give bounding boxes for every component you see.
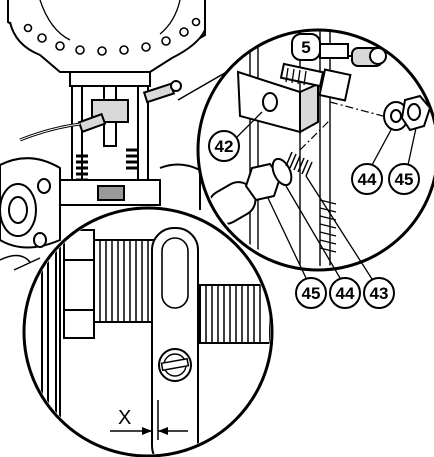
leader-line-top-right [177,69,231,101]
svg-text:45: 45 [395,170,414,189]
callout-45-right: 45 [388,127,420,195]
svg-text:44: 44 [336,284,355,303]
valve-actuator-drawing [0,0,206,263]
svg-text:45: 45 [302,284,321,303]
svg-text:42: 42 [215,137,234,156]
dimension-x-label: X [118,407,131,429]
svg-text:5: 5 [301,38,310,57]
callout-44-bottom: 44 [285,185,361,309]
callout-44-right: 44 [351,127,393,195]
leader-line-bottom [13,257,41,271]
svg-text:44: 44 [358,170,377,189]
detail-circle-bottom: X [22,206,274,457]
callout-42: 42 [208,111,263,162]
callout-5: 5 [291,33,321,61]
callout-43: 43 [305,175,395,309]
detail-circle-top-right: 5 42 44 45 45 44 43 [196,28,434,309]
callout-45-bottom: 45 [267,197,327,309]
svg-text:43: 43 [370,284,389,303]
